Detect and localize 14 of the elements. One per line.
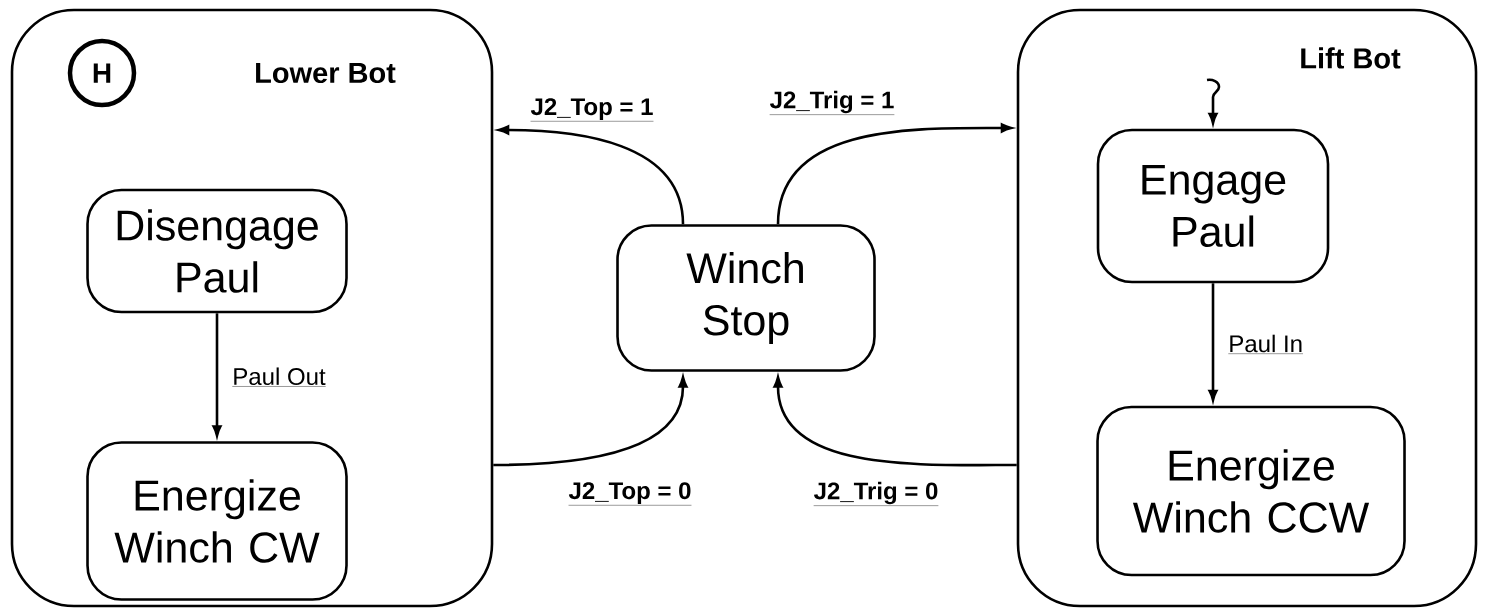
edge-label: J2_Trig = 0 (811, 479, 941, 509)
arrow (776, 123, 1013, 225)
edge-label: J2_Top = 1 (528, 96, 656, 124)
edge-label: J2_Top = 0 (566, 480, 694, 508)
history-state: H (67, 38, 137, 108)
state-box: Energize Winch CW (86, 441, 348, 601)
edge-label: Paul Out (230, 365, 328, 390)
state-box: Disengage Paul (86, 188, 348, 314)
state-box: Winch Stop (616, 224, 876, 372)
state-box: Engage Paul (1096, 128, 1330, 284)
edge-label: Paul In (1226, 332, 1306, 357)
state-box: Energize Winch CCW (1096, 405, 1406, 577)
arrow (497, 125, 685, 225)
edge-label: J2_Trig = 1 (767, 88, 897, 118)
